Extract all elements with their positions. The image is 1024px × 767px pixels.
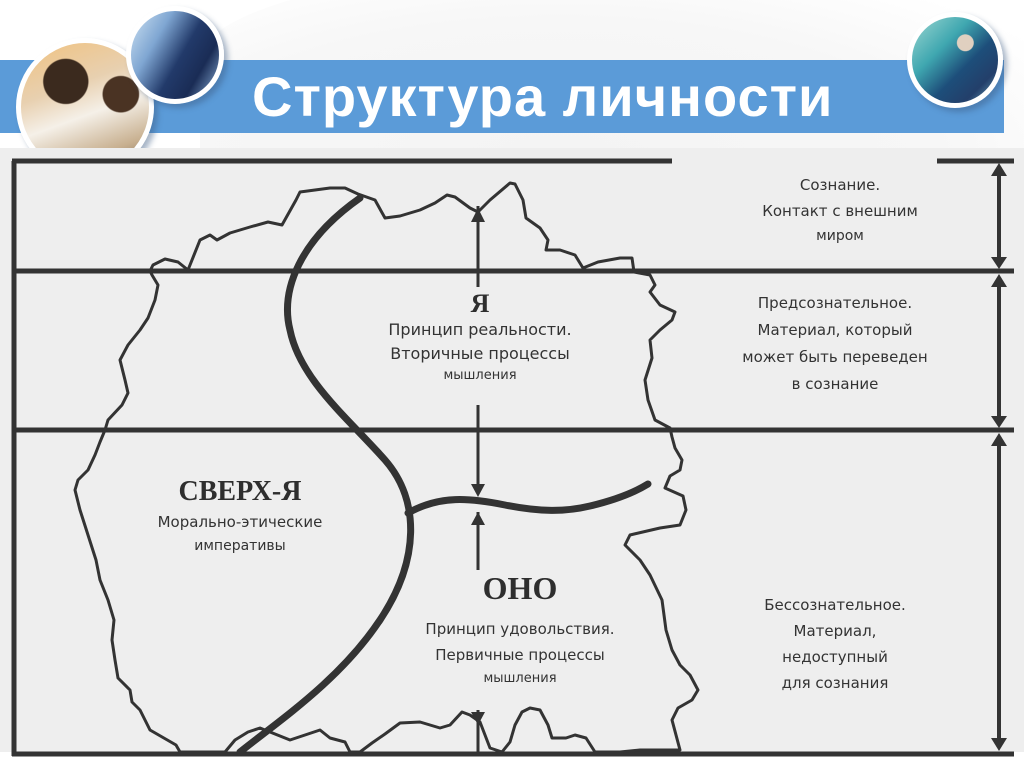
ego-label: Я Принцип реальности. Вторичные процессы… xyxy=(330,290,630,386)
handshake-photo xyxy=(126,6,224,104)
arrow-down-icon xyxy=(471,712,485,725)
id-line-3: мышления xyxy=(483,671,557,686)
ego-vertical-arrows xyxy=(471,206,485,752)
superego-line-1: Морально-этические xyxy=(157,513,323,531)
id-title: ОНО xyxy=(482,570,558,606)
preconscious-level-label: Предсознательное. Материал, который може… xyxy=(680,290,990,398)
superego-line-2: императивы xyxy=(194,538,286,554)
unconscious-line-2: Материал, xyxy=(793,622,877,640)
superego-boundary xyxy=(236,194,415,756)
superego-title: СВЕРХ-Я xyxy=(178,476,302,507)
ego-line-3: мышления xyxy=(443,368,517,383)
businessman-photo xyxy=(907,12,1003,108)
superego-label: СВЕРХ-Я Морально-этические императивы xyxy=(95,475,385,557)
unconscious-line-3: недоступный xyxy=(782,648,888,666)
diagram-background xyxy=(0,148,1024,752)
preconscious-line-1: Предсознательное. xyxy=(757,294,913,312)
conscious-line-2: Контакт с внешним xyxy=(762,202,918,220)
level-grid xyxy=(11,158,1014,757)
conscious-line-3: миром xyxy=(816,228,864,244)
conscious-level-label: Сознание. Контакт с внешним миром xyxy=(690,172,990,248)
id-line-2: Первичные процессы xyxy=(435,646,605,664)
ego-line-1: Принцип реальности. xyxy=(388,320,572,339)
preconscious-line-2: Материал, который xyxy=(757,321,913,339)
ego-id-boundary xyxy=(404,480,652,517)
arrow-up-icon xyxy=(991,433,1007,446)
id-label: ОНО Принцип удовольствия. Первичные проц… xyxy=(370,568,670,690)
arrow-down-icon xyxy=(991,257,1007,269)
conscious-line-1: Сознание. xyxy=(799,176,881,194)
unconscious-line-1: Бессознательное. xyxy=(764,596,906,614)
psyche-outline xyxy=(73,181,700,754)
id-line-1: Принцип удовольствия. xyxy=(425,620,615,638)
arrow-up-icon xyxy=(471,512,485,525)
arrow-down-icon xyxy=(991,416,1007,428)
arrow-up-icon xyxy=(991,163,1007,176)
ego-line-2: Вторичные процессы xyxy=(390,344,570,363)
ego-title: Я xyxy=(470,289,490,318)
unconscious-level-label: Бессознательное. Материал, недоступный д… xyxy=(685,592,985,696)
unconscious-line-4: для сознания xyxy=(781,674,889,692)
arrow-down-icon xyxy=(471,484,485,497)
level-arrows xyxy=(991,163,1007,751)
preconscious-line-4: в сознание xyxy=(791,375,879,393)
arrow-down-icon xyxy=(991,738,1007,751)
slide-title: Структура личности xyxy=(252,65,834,128)
arrow-up-icon xyxy=(991,274,1007,287)
arrow-up-icon xyxy=(471,208,485,222)
preconscious-line-3: может быть переведен xyxy=(742,348,928,366)
